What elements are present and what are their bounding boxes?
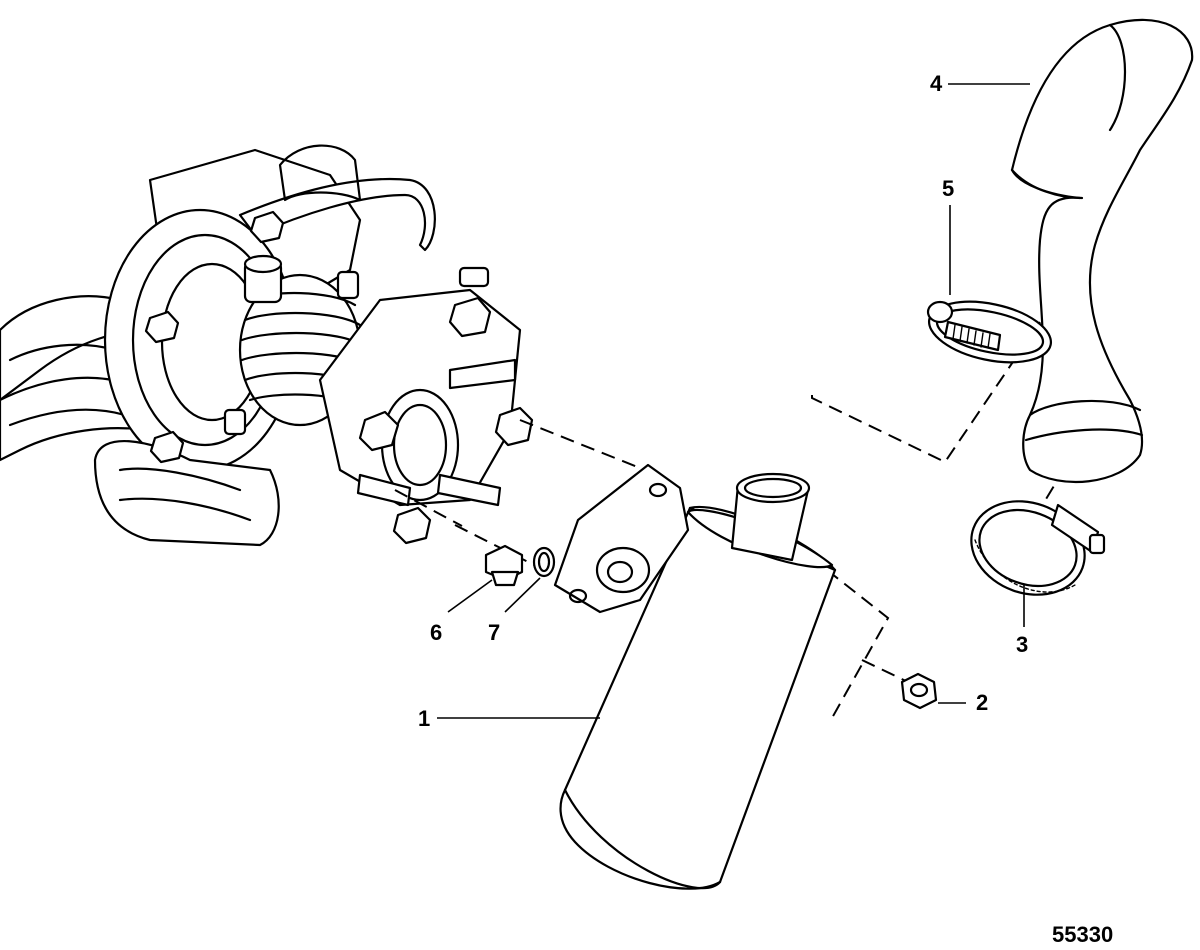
- nut-icon: [900, 672, 938, 710]
- hose-icon: [1010, 18, 1194, 484]
- o-ring-icon: [532, 546, 556, 578]
- callout-7: 7: [488, 620, 500, 645]
- turbocharger-assembly-icon: [0, 144, 534, 547]
- callout-5: 5: [942, 176, 954, 201]
- callout-3: 3: [1016, 632, 1028, 657]
- figure-number: 55330: [1052, 922, 1113, 947]
- callout-2: 2: [976, 690, 988, 715]
- plug-icon: [484, 544, 524, 587]
- callout-4: 4: [930, 71, 943, 96]
- leader-lines: [437, 83, 1030, 719]
- callout-1: 1: [418, 706, 430, 731]
- hose-clamp-icon: [926, 300, 1053, 364]
- callout-6: 6: [430, 620, 442, 645]
- exhaust-elbow-icon: [553, 463, 837, 890]
- hose-clamp-large-icon: [970, 500, 1106, 596]
